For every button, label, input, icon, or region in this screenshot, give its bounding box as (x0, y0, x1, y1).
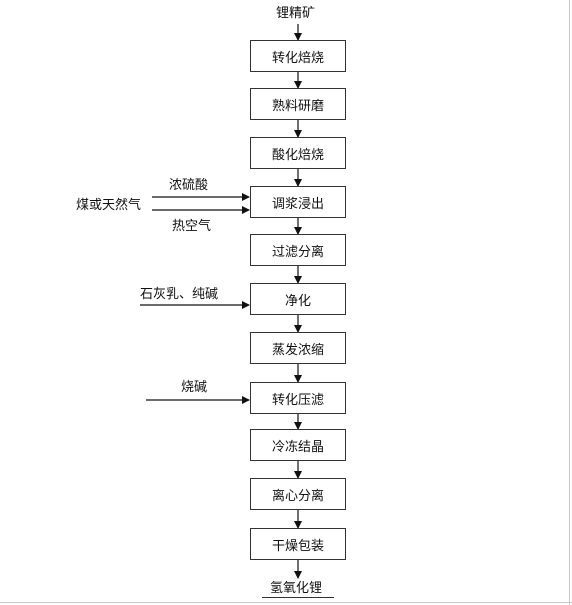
step-conversion-roasting: 转化焙烧 (250, 40, 346, 72)
bottom-border (0, 602, 572, 603)
step-conversion-press-filtration: 转化压滤 (250, 382, 346, 414)
caustic-soda-label: 烧碱 (181, 380, 208, 395)
step-centrifugal-separation: 离心分离 (250, 478, 346, 510)
right-border (569, 0, 570, 605)
sulfuric-acid-label: 浓硫酸 (169, 178, 209, 193)
input-label: 锂精矿 (276, 6, 316, 21)
output-underline (262, 597, 334, 598)
step-clinker-grinding: 熟料研磨 (250, 88, 346, 120)
step-freeze-crystallization: 冷冻结晶 (250, 429, 346, 461)
hot-air-label: 热空气 (172, 219, 212, 234)
lime-soda-label: 石灰乳、纯碱 (140, 287, 219, 302)
step-slurry-leaching: 调浆浸出 (250, 186, 346, 218)
coal-gas-label: 煤或天然气 (76, 198, 142, 213)
step-acid-roasting: 酸化焙烧 (250, 137, 346, 169)
step-filtration-separation: 过滤分离 (250, 234, 346, 266)
output-label: 氢氧化锂 (270, 581, 323, 596)
step-purification: 净化 (250, 283, 346, 315)
step-evaporation-concentration: 蒸发浓缩 (250, 332, 346, 364)
step-drying-packaging: 干燥包装 (250, 528, 346, 560)
